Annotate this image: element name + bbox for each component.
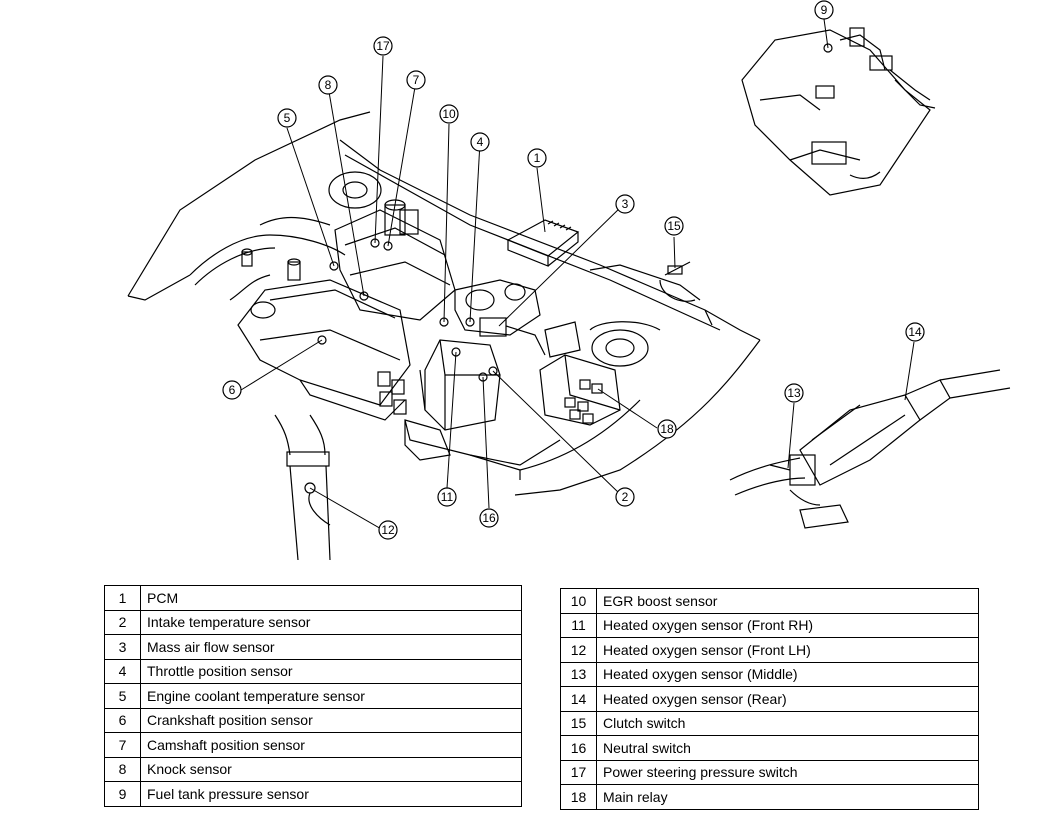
legend-number: 10 (560, 588, 597, 614)
legend-component-name: Heated oxygen sensor (Front LH) (596, 637, 979, 663)
callout-13: 13 (784, 383, 804, 403)
legend-number: 18 (560, 784, 597, 810)
svg-text:7: 7 (413, 73, 420, 87)
svg-text:4: 4 (477, 135, 484, 149)
legend-component-name: Heated oxygen sensor (Rear) (596, 686, 979, 712)
svg-text:3: 3 (622, 197, 629, 211)
legend-number: 17 (560, 759, 597, 785)
svg-text:10: 10 (442, 107, 456, 121)
svg-text:13: 13 (787, 386, 801, 400)
legend-component-name: Throttle position sensor (140, 658, 522, 684)
callout-15: 15 (664, 216, 684, 236)
callout-10: 10 (439, 104, 459, 124)
callout-3: 3 (615, 194, 635, 214)
fuel-tank-inset (741, 27, 936, 196)
legend-number: 16 (560, 735, 597, 761)
svg-text:15: 15 (667, 219, 681, 233)
legend-component-name: Heated oxygen sensor (Middle) (596, 661, 979, 687)
legend-component-name: Power steering pressure switch (596, 759, 979, 785)
callout-8: 8 (318, 75, 338, 95)
svg-text:17: 17 (376, 39, 390, 53)
svg-text:12: 12 (381, 523, 395, 537)
legend-number: 6 (104, 707, 141, 733)
legend-component-name: Fuel tank pressure sensor (140, 781, 522, 807)
callout-9: 9 (814, 0, 834, 20)
callout-18: 18 (657, 419, 677, 439)
legend-component-name: Mass air flow sensor (140, 634, 522, 660)
legend-number: 11 (560, 612, 597, 638)
legend-component-name: Intake temperature sensor (140, 609, 522, 635)
leader-lines (240, 18, 915, 531)
svg-text:8: 8 (325, 78, 332, 92)
callout-14: 14 (905, 322, 925, 342)
legend-number: 7 (104, 732, 141, 758)
svg-text:11: 11 (441, 490, 454, 504)
legend-component-name: Neutral switch (596, 735, 979, 761)
legend-number: 14 (560, 686, 597, 712)
legend-component-name: EGR boost sensor (596, 588, 979, 614)
legend-number: 3 (104, 634, 141, 660)
legend-component-name: Knock sensor (140, 756, 522, 782)
callout-16: 16 (479, 508, 499, 528)
legend-number: 13 (560, 661, 597, 687)
legend-number: 8 (104, 756, 141, 782)
callout-6: 6 (222, 380, 242, 400)
svg-text:9: 9 (821, 3, 828, 17)
svg-text:5: 5 (284, 111, 291, 125)
svg-text:1: 1 (534, 151, 541, 165)
legend-component-name: Main relay (596, 784, 979, 810)
legend-component-name: Engine coolant temperature sensor (140, 683, 522, 709)
callout-7: 7 (406, 70, 426, 90)
catalytic-converter-inset (729, 369, 1011, 529)
svg-text:16: 16 (482, 511, 496, 525)
legend-component-name: Heated oxygen sensor (Front RH) (596, 612, 979, 638)
callout-17: 17 (373, 36, 393, 56)
legend-number: 9 (104, 781, 141, 807)
exhaust-pipe-inset (274, 414, 331, 560)
legend-component-name: Clutch switch (596, 710, 979, 736)
legend-number: 4 (104, 658, 141, 684)
svg-text:2: 2 (622, 490, 629, 504)
engine-bay-illustration (127, 111, 761, 496)
engine-component-diagram: 1 2 3 4 5 6 7 8 9 10 11 12 13 14 15 16 1… (127, 0, 1011, 560)
legend-component-name: Camshaft position sensor (140, 732, 522, 758)
callout-2: 2 (615, 487, 635, 507)
legend-number: 5 (104, 683, 141, 709)
legend-component-name: Crankshaft position sensor (140, 707, 522, 733)
legend-number: 15 (560, 710, 597, 736)
callout-4: 4 (470, 132, 490, 152)
legend-component-name: PCM (140, 585, 522, 611)
callout-11: 11 (437, 487, 457, 507)
svg-text:18: 18 (660, 422, 674, 436)
legend-number: 1 (104, 585, 141, 611)
callout-5: 5 (277, 108, 297, 128)
legend-number: 2 (104, 609, 141, 635)
callout-12: 12 (378, 520, 398, 540)
svg-text:6: 6 (229, 383, 236, 397)
callout-1: 1 (527, 148, 547, 168)
svg-text:14: 14 (908, 325, 922, 339)
legend-number: 12 (560, 637, 597, 663)
